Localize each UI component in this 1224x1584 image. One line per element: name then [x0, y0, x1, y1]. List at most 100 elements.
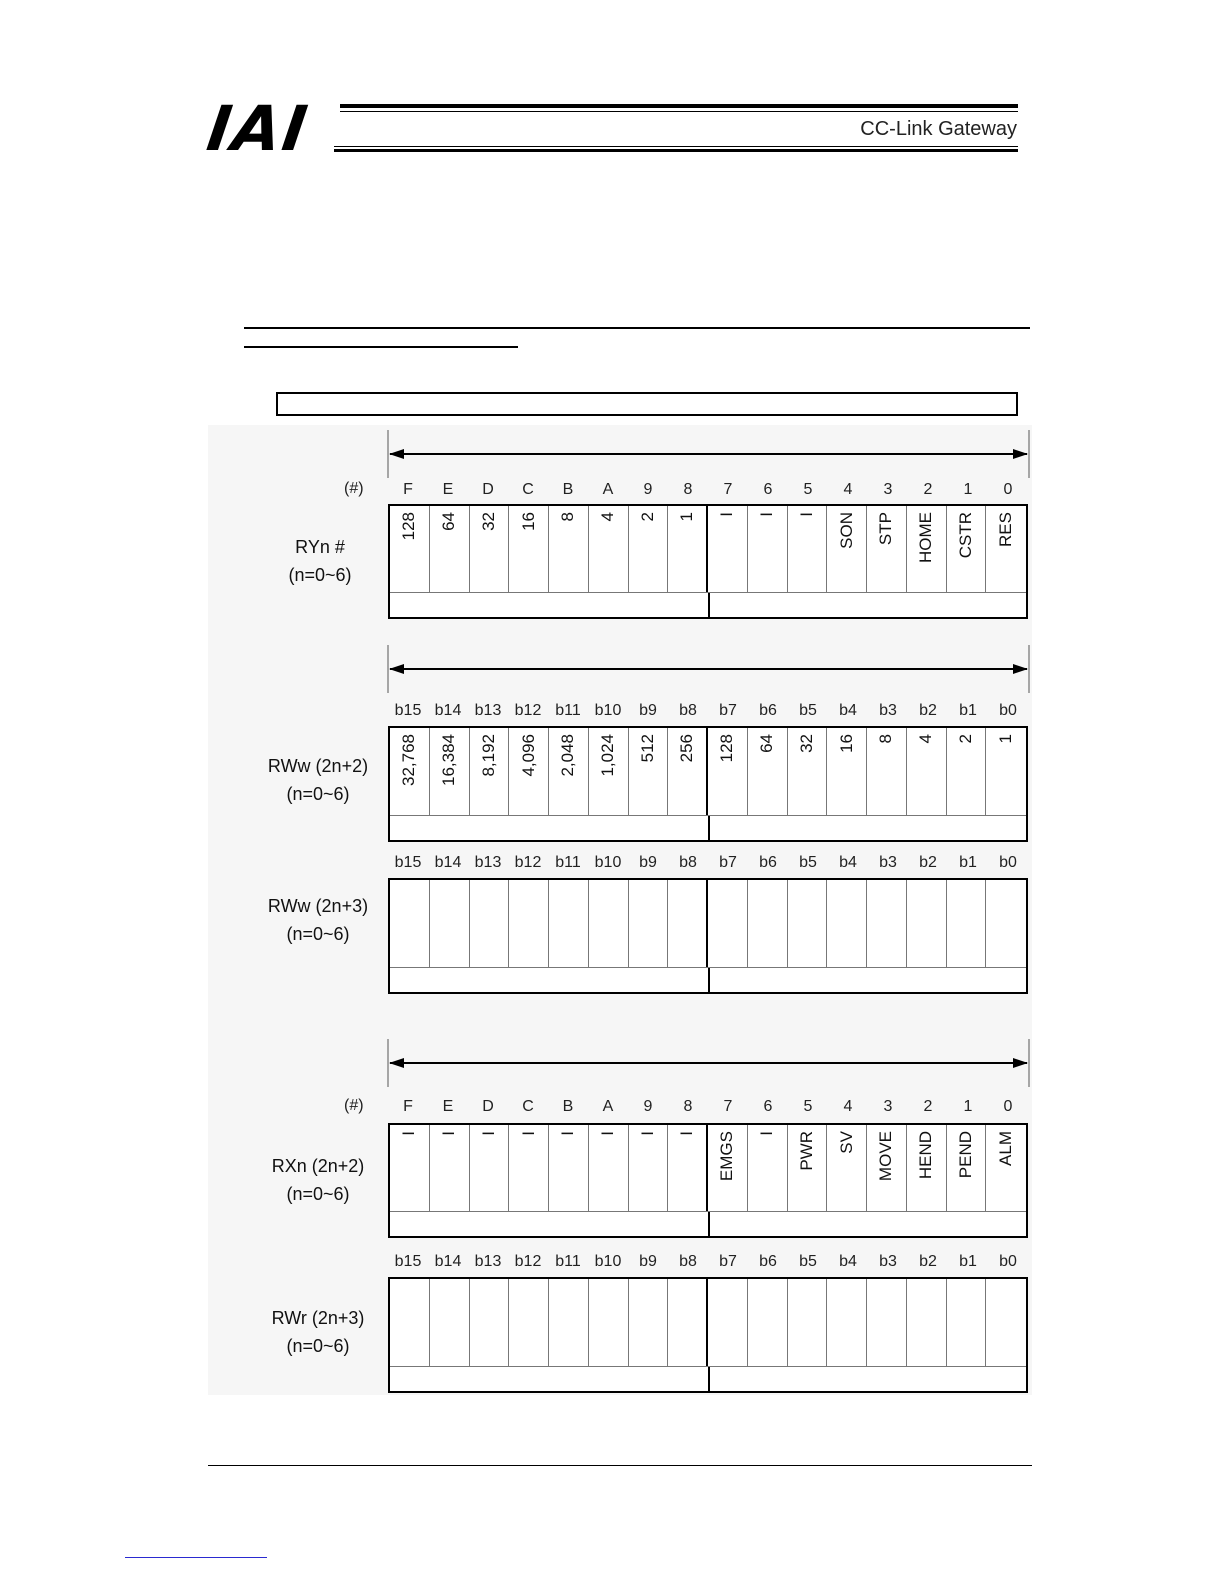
- bit-cell-label: I: [439, 1131, 459, 1136]
- column-header: b7: [719, 1253, 737, 1270]
- bit-cell-label: I: [796, 512, 816, 517]
- bit-cell-label: 2: [637, 512, 657, 522]
- bit-cell: [629, 880, 669, 967]
- bit-cell: 4: [907, 728, 947, 815]
- register-range: (n=0~6): [286, 1336, 350, 1356]
- column-header: b13: [474, 1253, 502, 1270]
- bit-cell: 32: [470, 506, 510, 592]
- bit-cell-label: 4,096: [518, 734, 538, 777]
- bit-cell: [986, 880, 1026, 967]
- bit-cell-label: 8: [558, 512, 578, 522]
- bit-cell-label: 8: [876, 734, 896, 744]
- bit-cell-label: 32: [796, 734, 816, 753]
- bit-cell: [509, 880, 549, 967]
- bit-cell: [470, 880, 510, 967]
- table-note-row: [390, 1366, 1026, 1391]
- column-header: b9: [639, 1253, 657, 1270]
- column-header: F: [403, 1098, 413, 1115]
- register-table-rwr3: [388, 1277, 1028, 1393]
- column-header: b8: [679, 702, 697, 719]
- column-header: 5: [803, 481, 813, 498]
- column-header: b15: [394, 854, 422, 871]
- column-header: b14: [434, 1253, 462, 1270]
- bit-cell: [708, 880, 748, 967]
- bit-cell-label: 1,024: [598, 734, 618, 777]
- bit-cell-label: I: [677, 1131, 697, 1136]
- column-header: b0: [999, 1253, 1017, 1270]
- bit-cell-label: 32: [478, 512, 498, 531]
- bit-cell: HEND: [907, 1125, 947, 1211]
- bit-cell: I: [390, 1125, 430, 1211]
- section-rule: [244, 327, 1030, 329]
- bit-cell-label: 128: [717, 734, 737, 763]
- table-note-row: [390, 1211, 1026, 1236]
- bit-cell-label: ALM: [996, 1131, 1016, 1166]
- column-header: b1: [959, 854, 977, 871]
- column-header: b0: [999, 854, 1017, 871]
- column-header: b10: [594, 702, 622, 719]
- bit-cell: [986, 1279, 1026, 1366]
- bit-cell-label: I: [478, 1131, 498, 1136]
- bit-cell: 16: [509, 506, 549, 592]
- bit-cell: [708, 1279, 748, 1366]
- bit-cell-label: CSTR: [955, 512, 975, 559]
- bit-cell: 1,024: [589, 728, 629, 815]
- column-header: b12: [514, 854, 542, 871]
- bit-cell: [390, 1279, 430, 1366]
- bit-cell: I: [708, 506, 748, 592]
- bit-cell: [390, 880, 430, 967]
- bit-cell: 2,048: [549, 728, 589, 815]
- register-name: RWr (2n+3): [271, 1308, 365, 1328]
- column-header: 4: [843, 481, 853, 498]
- column-header: b2: [919, 702, 937, 719]
- column-header: b1: [959, 702, 977, 719]
- table-note-row: [390, 967, 1026, 992]
- column-header: 0: [1003, 481, 1013, 498]
- bit-cell-label: 128: [399, 512, 419, 541]
- bit-cell: I: [549, 1125, 589, 1211]
- bit-cell-label: 256: [677, 734, 697, 763]
- bit-cell-label: 2: [955, 734, 975, 744]
- column-header: b1: [959, 1253, 977, 1270]
- caption-box: [276, 392, 1018, 416]
- bit-cell-label: STP: [876, 512, 896, 546]
- bit-cell: I: [788, 506, 828, 592]
- bit-cell-label: 16: [518, 512, 538, 531]
- column-header: b9: [639, 702, 657, 719]
- bit-cell: STP: [867, 506, 907, 592]
- bit-cell: SON: [827, 506, 867, 592]
- bit-cell: 2: [947, 728, 987, 815]
- column-header: 7: [723, 1098, 733, 1115]
- column-header: b5: [799, 702, 817, 719]
- column-header: b5: [799, 854, 817, 871]
- bit-cell-label: HEND: [916, 1131, 936, 1180]
- bit-cell-label: 512: [637, 734, 657, 763]
- bit-cell-label: I: [598, 1131, 618, 1136]
- bit-cell: [668, 1279, 708, 1366]
- bit-cell: ALM: [986, 1125, 1026, 1211]
- column-header: b14: [434, 702, 462, 719]
- register-label-rxn: RXn (2n+2) (n=0~6): [248, 1152, 388, 1208]
- bit-cell: RES: [986, 506, 1026, 592]
- column-header: 9: [643, 1098, 653, 1115]
- bit-cell-label: HOME: [916, 512, 936, 563]
- column-header: b6: [759, 854, 777, 871]
- bit-cell-label: RES: [996, 512, 1016, 547]
- header-rule-bottom: [334, 149, 1018, 152]
- header-title: CC-Link Gateway: [860, 118, 1017, 140]
- column-header: b11: [555, 1253, 581, 1270]
- register-name: RWw (2n+3): [267, 896, 369, 916]
- bit-cell: [907, 880, 947, 967]
- register-range: (n=0~6): [286, 784, 350, 804]
- bit-cell: EMGS: [708, 1125, 748, 1211]
- column-header: b14: [434, 854, 462, 871]
- bit-cell: I: [589, 1125, 629, 1211]
- register-label-rwr3: RWr (2n+3) (n=0~6): [248, 1304, 388, 1360]
- register-range: (n=0~6): [288, 565, 352, 585]
- bit-cell: [589, 880, 629, 967]
- table-note-row: [390, 815, 1026, 840]
- header-rule-top: [340, 104, 1018, 108]
- bit-cell: I: [629, 1125, 669, 1211]
- bit-cell-label: I: [399, 1131, 419, 1136]
